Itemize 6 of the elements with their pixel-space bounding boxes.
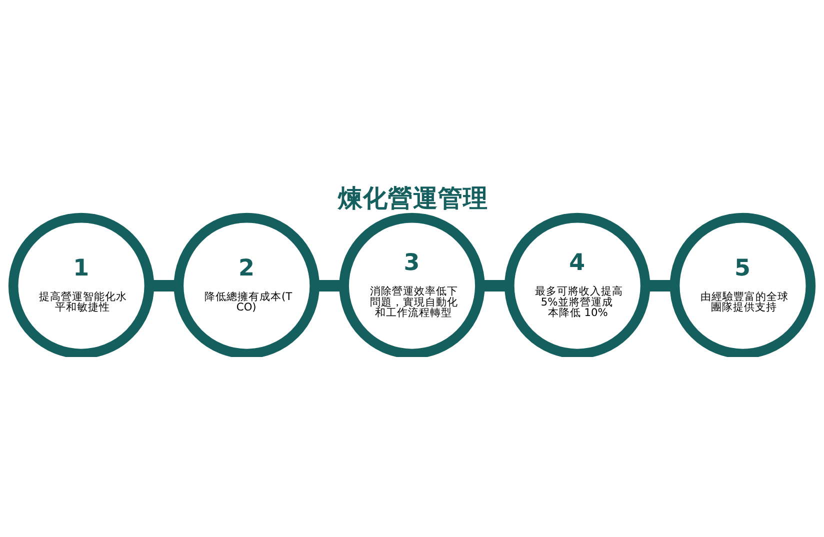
node-circle: 3 消除營運效率低下問題，實現自動化和工作流程轉型 — [339, 212, 485, 356]
node-circle: 5 由經驗豐富的全球團隊提供支持 — [670, 212, 816, 356]
node-circle: 2 降低總擁有成本(TCO) — [174, 212, 320, 356]
diagram-title: 煉化營運管理 — [338, 182, 488, 212]
node-circle: 1 提高營運智能化水平和敏捷性 — [8, 212, 154, 356]
node-circle: 4 最多可將收入提高 5%並將營運成本降低 10% — [504, 212, 650, 356]
